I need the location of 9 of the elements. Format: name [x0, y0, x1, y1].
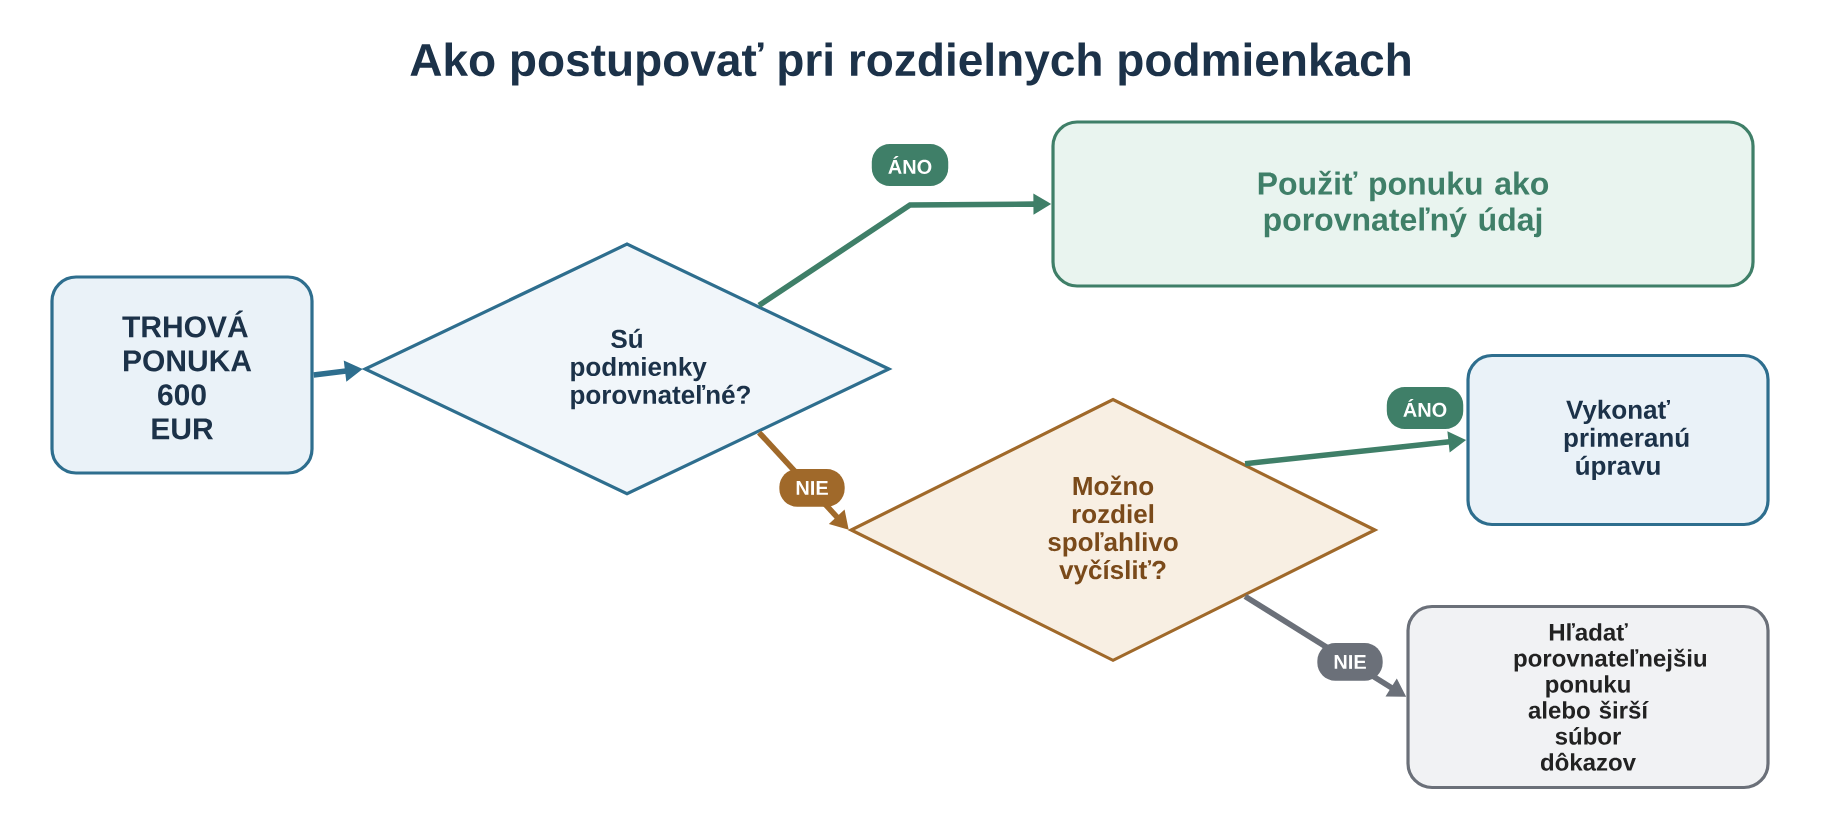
- edge-label: ÁNO: [871, 144, 949, 186]
- edge-label: NIE: [779, 469, 845, 507]
- result-box: Použiť ponuku ako porovnateľný údaj: [1051, 120, 1755, 288]
- start-box: TRHOVÁ PONUKA 600 EUR: [50, 275, 314, 475]
- action-box: Vykonať primeranú úpravu: [1466, 353, 1770, 527]
- edge-label: NIE: [1317, 643, 1383, 681]
- title: Ako postupovať pri rozdielnych podmienkach: [410, 42, 1410, 86]
- edge-label: ÁNO: [1386, 387, 1464, 429]
- result-box: Hľadať porovnateľnejšiu ponuku alebo širší súbor dôkazov: [1406, 604, 1770, 790]
